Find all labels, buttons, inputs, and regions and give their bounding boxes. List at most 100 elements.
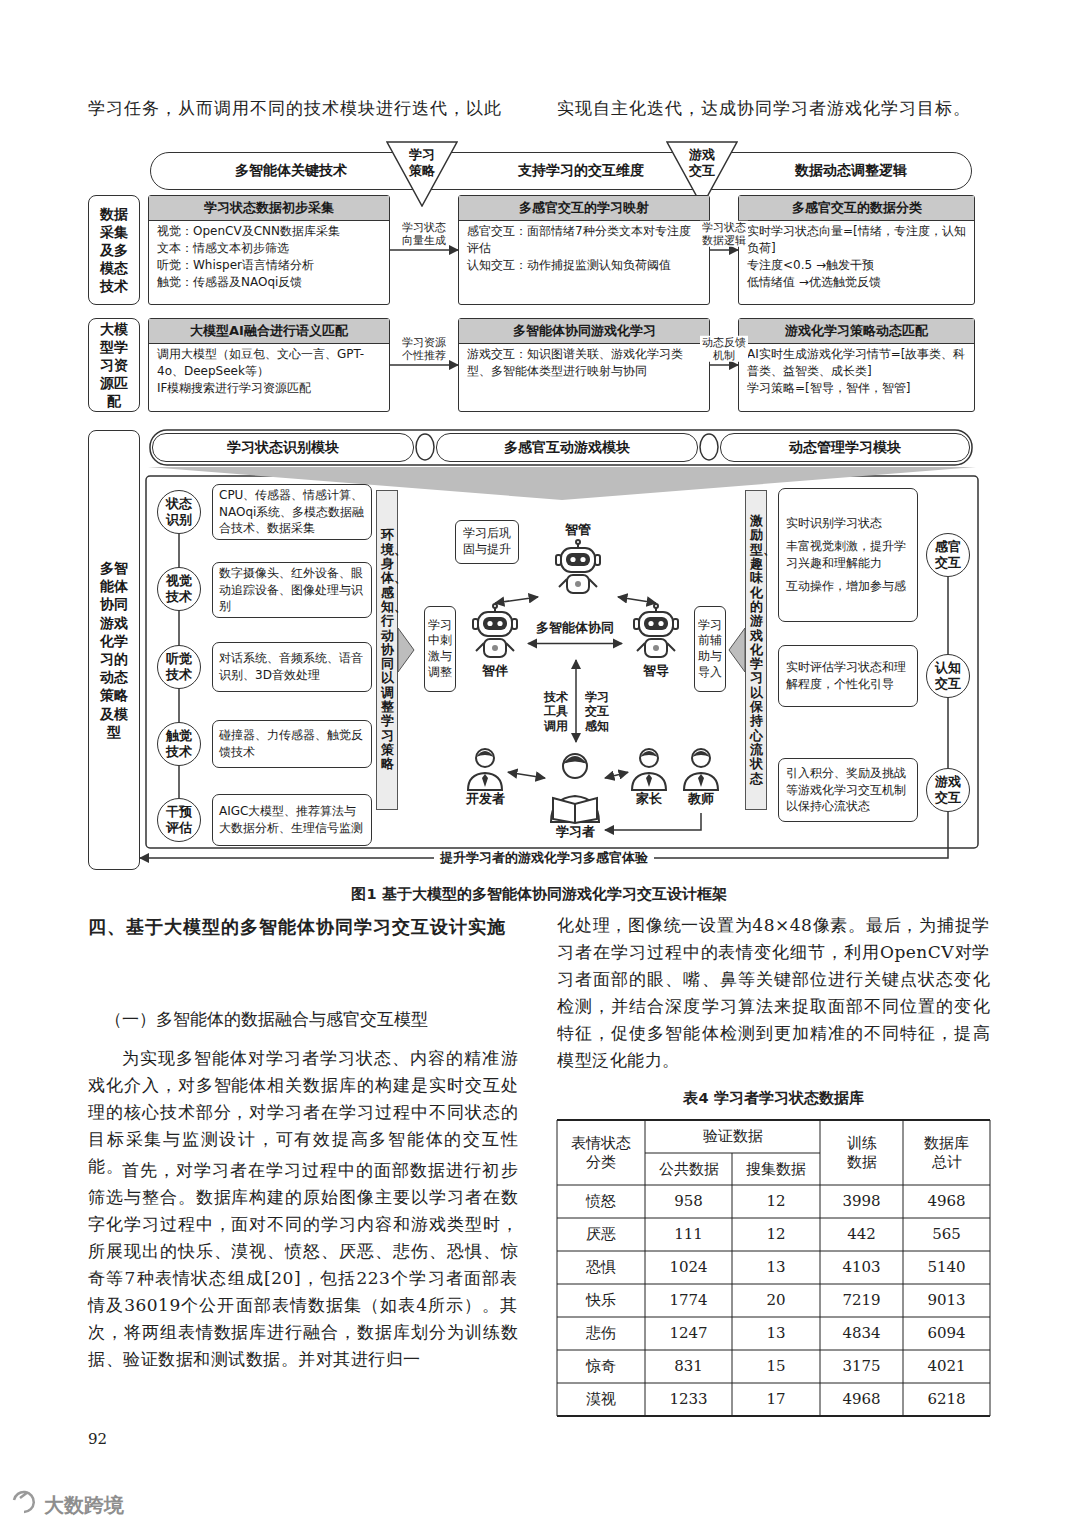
figure-caption: 图1 基于大模型的多智能体协同游戏化学习交互设计框架 (88, 885, 990, 904)
tech-list-box: CPU、传感器、情感计算、NAOqi系统、多模态数据融合技术、数据采集 (212, 484, 372, 540)
person-icon: 开发者 (462, 745, 508, 813)
connector (508, 772, 545, 778)
card-item: 游戏交互：知识图谱关联、游戏化学习类型、多智能体类型进行映射与协同 (467, 346, 701, 380)
agent-robot: 智伴 (462, 603, 528, 693)
process-card: 多感官交互的数据分类实时学习状态向量=[情绪，专注度，认知负荷]专注度<0.5 … (738, 195, 975, 305)
cell-text: 6094 (927, 1324, 965, 1343)
vertical-strip: 激励型、趣味化的游戏化学习以保持心流状态 (745, 490, 767, 810)
card-body: 视觉：OpenCV及CNN数据库采集文本：情感文本初步筛选听觉：Whisper语… (149, 221, 389, 293)
agent-name: 智导 (643, 663, 669, 680)
cell-text: 1247 (669, 1324, 707, 1343)
card-body: 游戏交互：知识图谱关联、游戏化学习类型、多智能体类型进行映射与协同 (459, 344, 709, 382)
page-number: 92 (88, 1430, 148, 1448)
robot-icon (553, 539, 603, 599)
node-text: 碰撞器、力传感器、触觉反馈技术 (219, 727, 365, 761)
edge-label: 学习资源个性推荐 (400, 336, 448, 362)
process-card: 多感官交互的学习映射感官交互：面部情绪7种分类文本对专注度评估认知交互：动作捕捉… (458, 195, 710, 305)
node-text: 动态管理学习模块 (789, 439, 901, 457)
watermark-logo (14, 1492, 34, 1512)
table-cell: 数据库总计 (903, 1120, 990, 1185)
cell-text: 漠视 (586, 1390, 616, 1409)
table-cell: 13 (732, 1251, 820, 1284)
side-label-box: 大模型学习资源匹配 (88, 318, 140, 412)
card-item: 调用大模型（如豆包、文心一言、GPT-4o、DeepSeek等） (157, 346, 381, 380)
table-rule (557, 1415, 990, 1417)
table-rule (557, 1350, 990, 1351)
cell-text: 3998 (842, 1192, 880, 1211)
card-body: 感官交互：面部情绪7种分类文本对专注度评估认知交互：动作捕捉监测认知负荷阈值 (459, 221, 709, 276)
node-text: 感官交互 (935, 539, 961, 570)
cell-text: 15 (766, 1357, 785, 1376)
cell-text: 4021 (927, 1357, 965, 1376)
table-cell: 1774 (645, 1284, 732, 1317)
tech-list-box: 对话系统、音频系统、语音识别、3D音效处理 (212, 642, 372, 692)
cell-text: 20 (766, 1291, 785, 1310)
table-rule (557, 1251, 990, 1252)
node-text: 多智能体协同游戏化学习的动态策略及模型 (100, 559, 128, 741)
interaction-box: 实时评估学习状态和理解程度，个性化引导 (778, 645, 918, 707)
text-label: 实现自主化迭代，达成协同学习者游戏化学习目标。 (557, 96, 997, 120)
card-body: AI实时生成游戏化学习情节=[故事类、科普类、益智类、成长类]学习策略=[智导，… (739, 344, 974, 399)
card-item: 认知交互：动作捕捉监测认知负荷阈值 (467, 257, 701, 274)
side-label-box: 多智能体协同游戏化学习的动态策略及模型 (88, 430, 140, 870)
card-heading: 游戏化学习策略动态匹配 (739, 319, 974, 344)
module-box: 学习状态识别模块 (152, 433, 414, 462)
table-cell: 厌恶 (557, 1218, 645, 1251)
cell-text: 数据库总计 (924, 1134, 969, 1172)
tech-list-box: 数字摄像头、红外设备、眼动追踪设备、图像处理与识别 (212, 562, 372, 618)
card-body: 实时学习状态向量=[情绪，专注度，认知负荷]专注度<0.5 →触发干预低情绪值 … (739, 221, 974, 293)
table-cell: 565 (903, 1218, 990, 1251)
cell-text: 验证数据 (703, 1127, 763, 1146)
card-item: 实时学习状态向量=[情绪，专注度，认知负荷] (747, 223, 966, 257)
text-label: 学习交互感知 (584, 690, 610, 733)
cell-text: 训练数据 (847, 1134, 877, 1172)
table-cell: 7219 (820, 1284, 903, 1317)
node-text: 激励型、趣味化的游戏化学习以保持心流状态 (750, 514, 763, 786)
cell-text: 5140 (927, 1258, 965, 1277)
module-box: 多感官互动游戏模块 (436, 433, 698, 462)
cell-text: 13 (766, 1258, 785, 1277)
connector (390, 249, 458, 251)
cell-text: 565 (932, 1225, 961, 1244)
table-cell: 6218 (903, 1383, 990, 1416)
tech-circle: 游戏交互 (926, 768, 970, 812)
table-rule (557, 1383, 990, 1384)
phase-bubble: 学习前辅助与导入 (694, 606, 726, 692)
cell-text: 快乐 (586, 1291, 616, 1310)
table-cell: 表情状态分类 (557, 1120, 645, 1185)
cell-text: 恐惧 (586, 1258, 616, 1277)
interaction-box: 引入积分、奖励及挑战等游戏化学习交互机制以保持心流状态 (778, 758, 918, 822)
cell-text: 惊奇 (586, 1357, 616, 1376)
text-label: 学习任务，从而调用不同的技术模块进行迭代，以此 (88, 96, 528, 120)
card-item: 低情绪值 →优选触觉反馈 (747, 274, 966, 291)
phase-bubble: 学习后巩固与提升 (455, 520, 519, 564)
table-cell: 1247 (645, 1317, 732, 1350)
table-cell: 17 (732, 1383, 820, 1416)
cell-text: 831 (674, 1357, 703, 1376)
table-cell: 漠视 (557, 1383, 645, 1416)
node-text: 学习状态识别模块 (227, 439, 339, 457)
panel-frame (146, 476, 978, 848)
node-text: 干预评估 (166, 804, 192, 835)
cell-text: 厌恶 (586, 1225, 616, 1244)
tech-circle: 感官交互 (926, 533, 970, 577)
cell-text: 12 (766, 1192, 785, 1211)
process-card: 游戏化学习策略动态匹配AI实时生成游戏化学习情节=[故事类、科普类、益智类、成长… (738, 318, 975, 412)
node-text: 实时识别学习状态 (786, 515, 910, 532)
card-item: AI实时生成游戏化学习情节=[故事类、科普类、益智类、成长类] (747, 346, 966, 380)
cell-text: 4968 (927, 1192, 965, 1211)
connector (710, 249, 738, 251)
node-text: 游戏交互 (935, 774, 961, 805)
strategy-triangle: 学习策略 (386, 141, 458, 207)
node-text: 状态识别 (166, 496, 192, 527)
table-cell: 111 (645, 1218, 732, 1251)
node-text: 支持学习的交互维度 (481, 162, 681, 180)
table-cell: 公共数据 (645, 1153, 732, 1185)
table-cell: 快乐 (557, 1284, 645, 1317)
node-text: 数据动态调整逻辑 (751, 162, 951, 180)
person-name: 家长 (636, 791, 662, 808)
table-rule (557, 1119, 990, 1121)
strategy-label: 学习策略 (409, 147, 435, 178)
table-cell: 13 (732, 1317, 820, 1350)
